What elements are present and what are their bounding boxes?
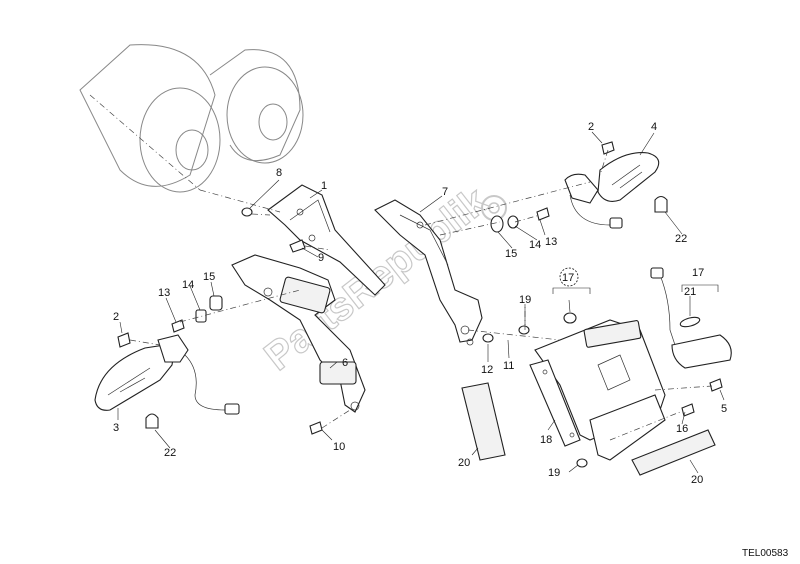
reflectors bbox=[461, 382, 716, 476]
label-2-right: 2 bbox=[588, 121, 594, 133]
label-18: 18 bbox=[540, 434, 552, 446]
label-9: 9 bbox=[318, 252, 324, 264]
fasteners bbox=[117, 141, 723, 468]
exhaust-mufflers bbox=[79, 44, 304, 193]
circled-reference-marker bbox=[559, 267, 579, 287]
drawing-code: TEL00583 bbox=[742, 548, 789, 559]
label-22-left: 22 bbox=[164, 447, 176, 459]
part-number-labels: 1 2 2 3 4 5 6 7 8 9 10 11 12 13 13 14 14… bbox=[113, 121, 727, 486]
label-11: 11 bbox=[503, 360, 514, 372]
label-17: 17 bbox=[692, 267, 704, 279]
label-1: 1 bbox=[321, 180, 327, 192]
part-7-bracket bbox=[374, 199, 483, 346]
leader-lines bbox=[117, 131, 725, 474]
label-12: 12 bbox=[481, 364, 493, 376]
label-16: 16 bbox=[676, 423, 688, 435]
label-15-left: 15 bbox=[203, 271, 215, 283]
label-7: 7 bbox=[442, 186, 448, 198]
label-13-right: 13 bbox=[545, 236, 557, 248]
assembly-lines bbox=[129, 149, 713, 441]
part-6-bracket bbox=[231, 254, 366, 413]
label-2-left: 2 bbox=[113, 311, 119, 323]
label-20-right: 20 bbox=[691, 474, 703, 486]
label-6: 6 bbox=[342, 357, 348, 369]
left-turn-signal bbox=[94, 334, 240, 429]
label-22-right: 22 bbox=[675, 233, 687, 245]
label-10: 10 bbox=[333, 441, 345, 453]
label-20-left: 20 bbox=[458, 457, 470, 469]
label-4: 4 bbox=[651, 121, 657, 133]
label-5: 5 bbox=[721, 403, 727, 415]
label-8: 8 bbox=[276, 167, 282, 179]
label-14-left: 14 bbox=[182, 279, 194, 291]
label-19-upper: 19 bbox=[519, 294, 531, 306]
license-plate-holder bbox=[529, 319, 666, 461]
label-15-right: 15 bbox=[505, 248, 517, 260]
label-19-lower: 19 bbox=[548, 467, 560, 479]
label-3: 3 bbox=[113, 422, 119, 434]
label-13-left: 13 bbox=[158, 287, 170, 299]
label-17-circled: 17 bbox=[562, 272, 574, 284]
label-21: 21 bbox=[684, 286, 696, 298]
license-light bbox=[650, 267, 732, 369]
label-14-right: 14 bbox=[529, 239, 541, 251]
right-turn-signal bbox=[564, 152, 668, 229]
part-1-bracket bbox=[267, 184, 386, 296]
